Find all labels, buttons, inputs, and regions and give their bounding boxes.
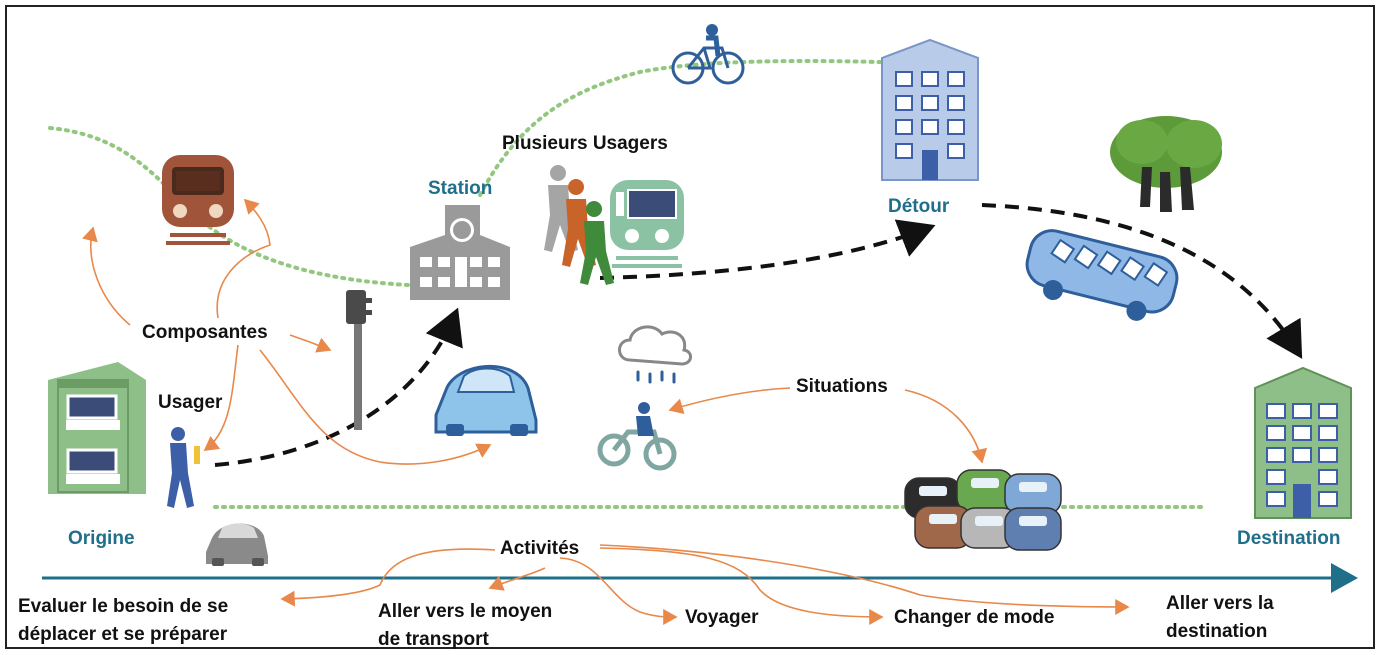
dotted-routes <box>48 59 1207 509</box>
activity-go-to-destination: Aller vers la destination <box>1166 590 1274 645</box>
activity-go-to-destination-line1: Aller vers la <box>1166 593 1274 614</box>
building-icon <box>48 362 146 494</box>
activity-evaluate-line2: déplacer et se préparer <box>18 623 228 645</box>
diagram-frame <box>5 5 1375 649</box>
train-icon <box>162 155 234 245</box>
several-users-label: Plusieurs Usagers <box>502 133 668 154</box>
activity-go-to-destination-line2: destination <box>1166 620 1268 642</box>
rain-cloud-icon <box>618 325 692 384</box>
bus-icon <box>1025 229 1179 321</box>
destination-building-icon <box>1254 366 1352 519</box>
activities-label: Activités <box>500 538 580 559</box>
user-label: Usager <box>158 392 223 413</box>
activity-arrows <box>280 544 1130 625</box>
trees-icon <box>1110 116 1222 212</box>
activity-travel: Voyager <box>685 607 759 628</box>
group-walking-icon <box>544 165 614 285</box>
detour-label: Détour <box>888 196 950 217</box>
activity-go-to-transport-line2: de transport <box>378 628 489 650</box>
journey-detour-destination <box>981 203 1303 359</box>
origin-label: Origine <box>68 528 135 549</box>
situations-label: Situations <box>796 376 888 397</box>
train-icon <box>610 180 684 268</box>
components-label: Composantes <box>142 322 268 343</box>
activity-evaluate-line1: Evaluer le besoin de se <box>18 596 229 617</box>
journey-path <box>214 203 1303 467</box>
traffic-jam-icon <box>904 469 1062 551</box>
route-station-detour <box>478 59 882 197</box>
motorbike-icon <box>597 402 677 471</box>
bicycle-icon <box>671 24 745 85</box>
activity-evaluate: Evaluer le besoin de se déplacer et se p… <box>18 593 228 648</box>
situation-arrows <box>668 387 988 464</box>
journey-group-detour <box>599 219 936 280</box>
activity-go-to-transport-line1: Aller vers le moyen <box>378 601 553 622</box>
journey-user-station <box>214 307 463 467</box>
component-arrows <box>82 198 492 465</box>
station-label: Station <box>428 178 493 199</box>
small-car-icon <box>206 523 268 566</box>
destination-label: Destination <box>1237 528 1341 549</box>
traffic-light-icon <box>346 290 372 430</box>
activity-go-to-transport: Aller vers le moyen de transport <box>378 598 552 653</box>
activity-change-mode: Changer de mode <box>894 607 1055 628</box>
office-building-icon <box>881 38 979 181</box>
walking-person-icon <box>167 427 200 508</box>
station-building-icon <box>410 205 510 300</box>
car-icon <box>434 365 538 436</box>
